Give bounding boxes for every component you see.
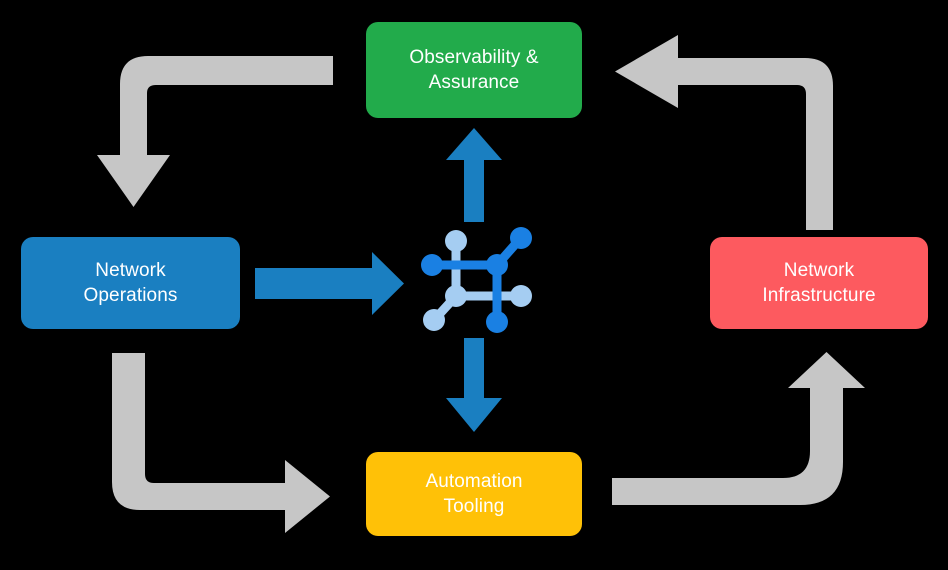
node-label-network-operations: Network Operations: [83, 259, 178, 306]
node-network-operations[interactable]: Network Operations: [21, 237, 240, 329]
node-label-network-infrastructure: Network Infrastructure: [762, 259, 876, 306]
node-network-infrastructure[interactable]: Network Infrastructure: [710, 237, 928, 329]
network-topology-icon: [421, 227, 532, 333]
connector-ops-to-automation: [112, 353, 330, 533]
node-label-observability: Observability & Assurance: [409, 46, 539, 93]
node-label-automation-tooling: Automation Tooling: [425, 470, 523, 517]
node-observability-and-assurance[interactable]: Observability & Assurance: [366, 22, 582, 118]
connector-automation-to-infrastructure: [612, 352, 865, 505]
node-automation-tooling[interactable]: Automation Tooling: [366, 452, 582, 536]
connector-center-to-observability: [446, 128, 502, 222]
connector-center-to-automation: [446, 338, 502, 432]
connector-observability-to-ops: [97, 56, 333, 207]
connector-infrastructure-to-observability: [615, 35, 833, 230]
connector-ops-to-center: [255, 252, 404, 315]
